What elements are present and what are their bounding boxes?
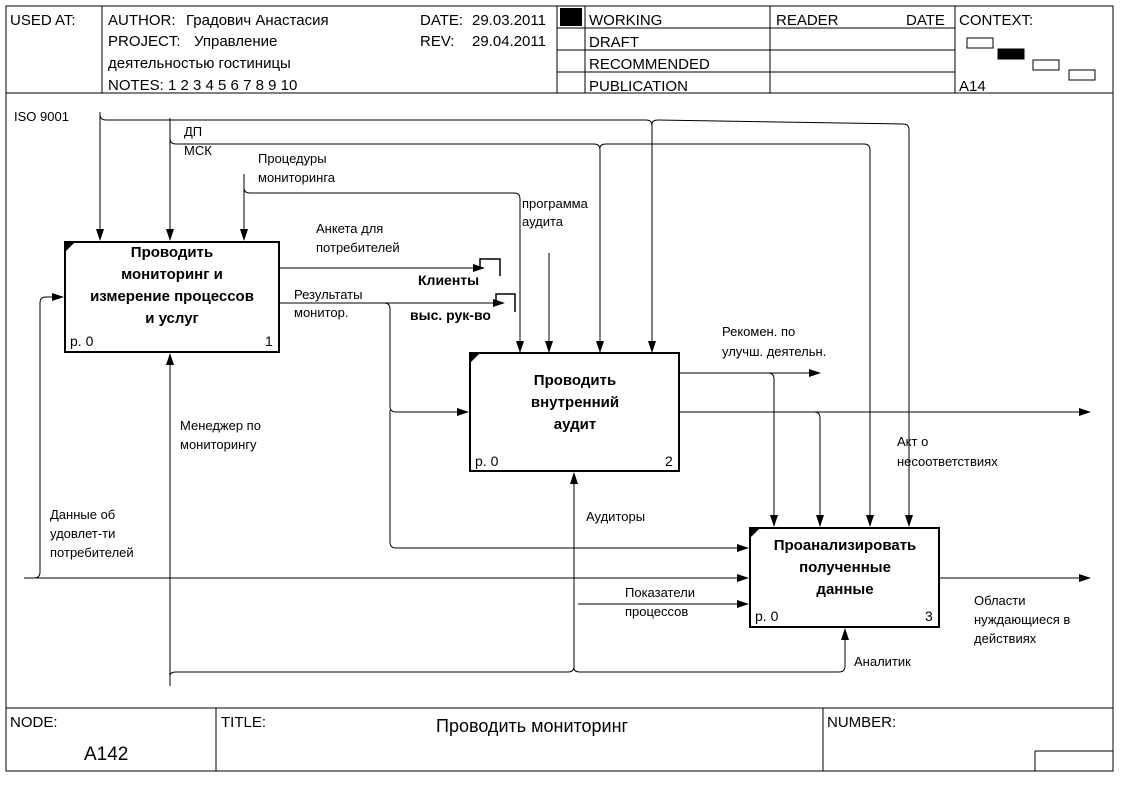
project-value-line2: деятельностью гостиницы (108, 55, 291, 72)
reader-date-label: DATE (906, 12, 945, 29)
act-label: Акт о (897, 434, 928, 449)
analyst-label: Аналитик (854, 654, 911, 669)
box-1-title-line: измерение процессов (90, 288, 254, 305)
box-2-title-line: Проводить (534, 372, 616, 389)
questionnaire-label: потребителей (316, 240, 400, 255)
arrow-labels: ISO 9001 ДП МСК Процедуры мониторинга пр… (14, 109, 1070, 669)
results-label: монитор. (294, 305, 349, 320)
questionnaire-label: Анкета для (316, 221, 383, 236)
activity-box-2: Проводить внутренний аудит p. 0 2 (469, 352, 680, 472)
box-1-ref: p. 0 (70, 333, 94, 349)
rev-label: REV: (420, 33, 454, 50)
msk-label: МСК (184, 143, 212, 158)
program-label: аудита (522, 214, 564, 229)
recommendations-label: улучш. деятельн. (722, 344, 826, 359)
areas-label: действиях (974, 631, 1037, 646)
activity-box-1: Проводить мониторинг и измерение процесс… (64, 241, 280, 353)
results-feed-arrow (383, 302, 749, 552)
procedures-label: Процедуры (258, 151, 327, 166)
act-output-arrow (679, 408, 1091, 527)
project-label: PROJECT: (108, 33, 181, 50)
manager-label: мониторингу (180, 437, 257, 452)
box-2-ref: p. 0 (475, 453, 499, 469)
satisfaction-label: потребителей (50, 545, 134, 560)
tunnel-symbols (479, 258, 516, 312)
box-3-title-line: полученные (799, 559, 891, 576)
indicators-label: процессов (625, 604, 688, 619)
rev-value: 29.04.2011 (472, 33, 546, 50)
status-recommended: RECOMMENDED (589, 56, 710, 73)
box-3-title-line: Проанализировать (774, 537, 917, 554)
box-3-number: 3 (925, 608, 933, 624)
procedures-label: мониторинга (258, 170, 336, 185)
status-draft: DRAFT (589, 34, 639, 51)
title-label: TITLE: (221, 714, 266, 731)
author-label: AUTHOR: (108, 12, 176, 29)
box-1-title-line: мониторинг и (121, 266, 223, 283)
diagram-frame (5, 5, 1114, 772)
recommendations-output-arrow (679, 369, 821, 527)
act-label: несоответствиях (897, 454, 998, 469)
program-label: программа (522, 196, 589, 211)
iso-label: ISO 9001 (14, 109, 69, 124)
box-2-title-line: аудит (554, 416, 596, 433)
working-status-marker (560, 8, 582, 26)
dp-msk-control-arrow (166, 118, 874, 527)
satisfaction-label: Данные об (50, 507, 115, 522)
status-working: WORKING (589, 12, 662, 29)
box-3-title-line: данные (816, 581, 873, 598)
context-node: A14 (959, 78, 986, 95)
satisfaction-label: удовлет-ти (50, 526, 115, 541)
box-3-ref: p. 0 (755, 608, 779, 624)
results-label: Результаты (294, 287, 362, 302)
node-label: NODE: (10, 714, 58, 731)
context-thumbnail (966, 37, 1096, 81)
satisfaction-input-arrow (24, 293, 749, 582)
areas-label: нуждающиеся в (974, 612, 1070, 627)
context-label: CONTEXT: (959, 12, 1033, 29)
areas-label: Области (974, 593, 1026, 608)
project-value-line1: Управление (194, 33, 277, 50)
header-block: USED AT: AUTHOR: Градович Анастасия PROJ… (6, 6, 1113, 95)
recommendations-label: Рекомен. по (722, 324, 795, 339)
number-label: NUMBER: (827, 714, 896, 731)
dp-label: ДП (184, 124, 202, 139)
procedures-control-arrow (240, 174, 524, 353)
iso-control-arrow (96, 112, 913, 527)
author-value: Градович Анастасия (186, 12, 329, 29)
manager-mechanism-arrow (166, 353, 849, 686)
box-2-number: 2 (665, 453, 673, 469)
indicators-label: Показатели (625, 585, 695, 600)
manager-label: Менеджер по (180, 418, 261, 433)
date-label: DATE: (420, 12, 463, 29)
node-value: A142 (84, 744, 128, 765)
status-publication: PUBLICATION (589, 78, 688, 95)
reader-label: READER (776, 12, 839, 29)
date-value: 29.03.2011 (472, 12, 546, 29)
box-1-title-line: и услуг (145, 310, 199, 327)
clients-label: Клиенты (418, 272, 479, 288)
box-1-number: 1 (265, 333, 273, 349)
box-1-title-line: Проводить (131, 244, 213, 261)
management-label: выс. рук-во (410, 307, 491, 323)
notes-label: NOTES: 1 2 3 4 5 6 7 8 9 10 (108, 77, 297, 94)
footer-block: NODE: A142 TITLE: Проводить мониторинг N… (6, 707, 1113, 771)
activity-box-3: Проанализировать полученные данные p. 0 … (749, 527, 940, 628)
diagram-title: Проводить мониторинг (436, 716, 629, 736)
box-2-title-line: внутренний (531, 394, 619, 411)
used-at-label: USED AT: (10, 12, 76, 29)
auditors-label: Аудиторы (586, 509, 645, 524)
